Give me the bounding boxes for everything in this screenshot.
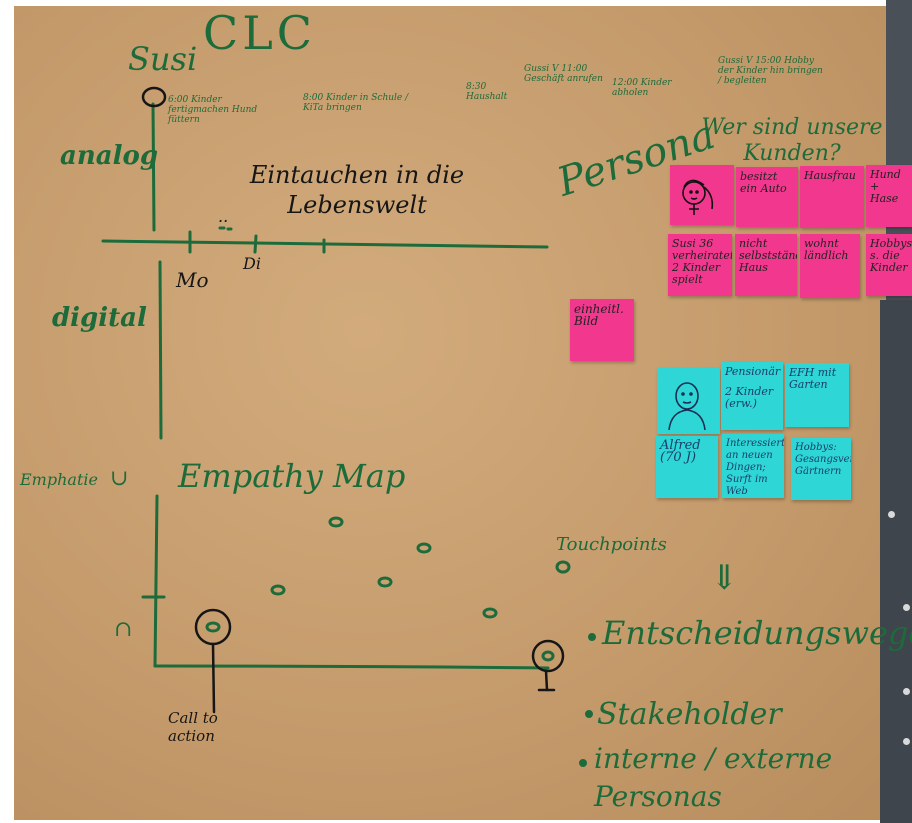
pin-icon bbox=[903, 688, 910, 695]
woman-face-icon bbox=[682, 179, 714, 215]
pin-icon bbox=[903, 738, 910, 745]
empathy-y-axis bbox=[153, 494, 159, 668]
timeline-entry: 12:00 Kinder abholen bbox=[612, 78, 672, 98]
timeline-entry: Gussi V 15:00 Hobby der Kinder hin bring… bbox=[718, 56, 823, 86]
note-susi-36: Susi 36 verheiratet 2 Kinder spielt bbox=[668, 234, 732, 296]
timeline-center-text: Eintauchen in die Lebenswelt bbox=[249, 161, 465, 219]
persona-name: Susi bbox=[128, 40, 198, 78]
note-hausfrau: Hausfrau bbox=[800, 166, 864, 228]
bullet-entscheidungswege: Entscheidungswege bbox=[602, 614, 912, 652]
note-pensionaer-text: Pensionär bbox=[725, 365, 781, 378]
pin-icon bbox=[903, 604, 910, 611]
note-hobbys: Hobbys s. die Kinder bbox=[866, 234, 912, 296]
ellipsis-marks: .. bbox=[218, 207, 229, 226]
note-hobbys-alfred: Hobbys: Gesangsverein Gärtnern bbox=[791, 438, 851, 500]
sad-face-icon: ∩ bbox=[114, 617, 133, 642]
row-label-analog: analog bbox=[60, 141, 158, 171]
pin-icon bbox=[888, 511, 895, 518]
call-to-action-label: Call to action bbox=[168, 709, 218, 745]
note-interessiert: Interessiert an neuen Dingen; Surft im W… bbox=[722, 434, 784, 498]
empathy-map-title: Empathy Map bbox=[178, 457, 406, 495]
timeline-entry: 8:30 Haushalt bbox=[466, 82, 508, 102]
note-einheitl-bild: einheitl. Bild bbox=[570, 299, 634, 361]
note-hund-hase: Hund + Hase bbox=[866, 165, 912, 227]
note-efh-garten: EFH mit Garten bbox=[785, 363, 849, 427]
persona-avatar-note bbox=[657, 368, 720, 434]
digital-axis bbox=[158, 260, 163, 440]
note-nicht-selbststaendig: nicht selbstständig Haus bbox=[735, 234, 797, 296]
start-marker-circle bbox=[141, 86, 167, 108]
empathy-x-axis bbox=[153, 664, 550, 670]
day-label-di: Di bbox=[243, 254, 261, 273]
row-label-digital: digital bbox=[52, 303, 147, 333]
timeline-entry: 8:00 Kinder in Schule / KiTa bringen bbox=[303, 93, 409, 113]
touchpoints-label: Touchpoints bbox=[556, 534, 667, 555]
timeline-entry: Gussi V 11:00 Geschäft anrufen bbox=[524, 64, 603, 84]
happy-face-icon: ∪ bbox=[110, 466, 129, 491]
note-besitzt-auto: besitzt ein Auto bbox=[736, 167, 798, 227]
analog-axis bbox=[151, 102, 156, 232]
man-face-icon bbox=[668, 382, 706, 431]
row-label-emphatie: Emphatie bbox=[20, 470, 98, 489]
persona-avatar-note bbox=[670, 165, 734, 225]
title-clc: CLC bbox=[203, 6, 316, 60]
call-to-action-circle bbox=[194, 608, 232, 646]
note-wohnt-laendlich: wohnt ländlich bbox=[800, 234, 860, 298]
day-label-mo: Mo bbox=[176, 268, 209, 292]
wall-shadow bbox=[880, 300, 912, 823]
endpoint-circle bbox=[531, 639, 565, 673]
down-arrow-icon: ⇓ bbox=[710, 558, 739, 598]
timeline-entry: 6:00 Kinder fertigmachen Hund füttern bbox=[168, 95, 258, 125]
note-alfred: Alfred (70 J) bbox=[656, 436, 718, 498]
bullet-personas: interne / externe Personas bbox=[594, 742, 833, 813]
note-kinder-text: 2 Kinder (erw.) bbox=[725, 385, 774, 410]
note-pensionaer: Pensionär 2 Kinder (erw.) bbox=[721, 362, 783, 430]
customer-question: Wer sind unsere Kunden? bbox=[701, 115, 883, 166]
bullet-stakeholder: Stakeholder bbox=[597, 697, 782, 732]
